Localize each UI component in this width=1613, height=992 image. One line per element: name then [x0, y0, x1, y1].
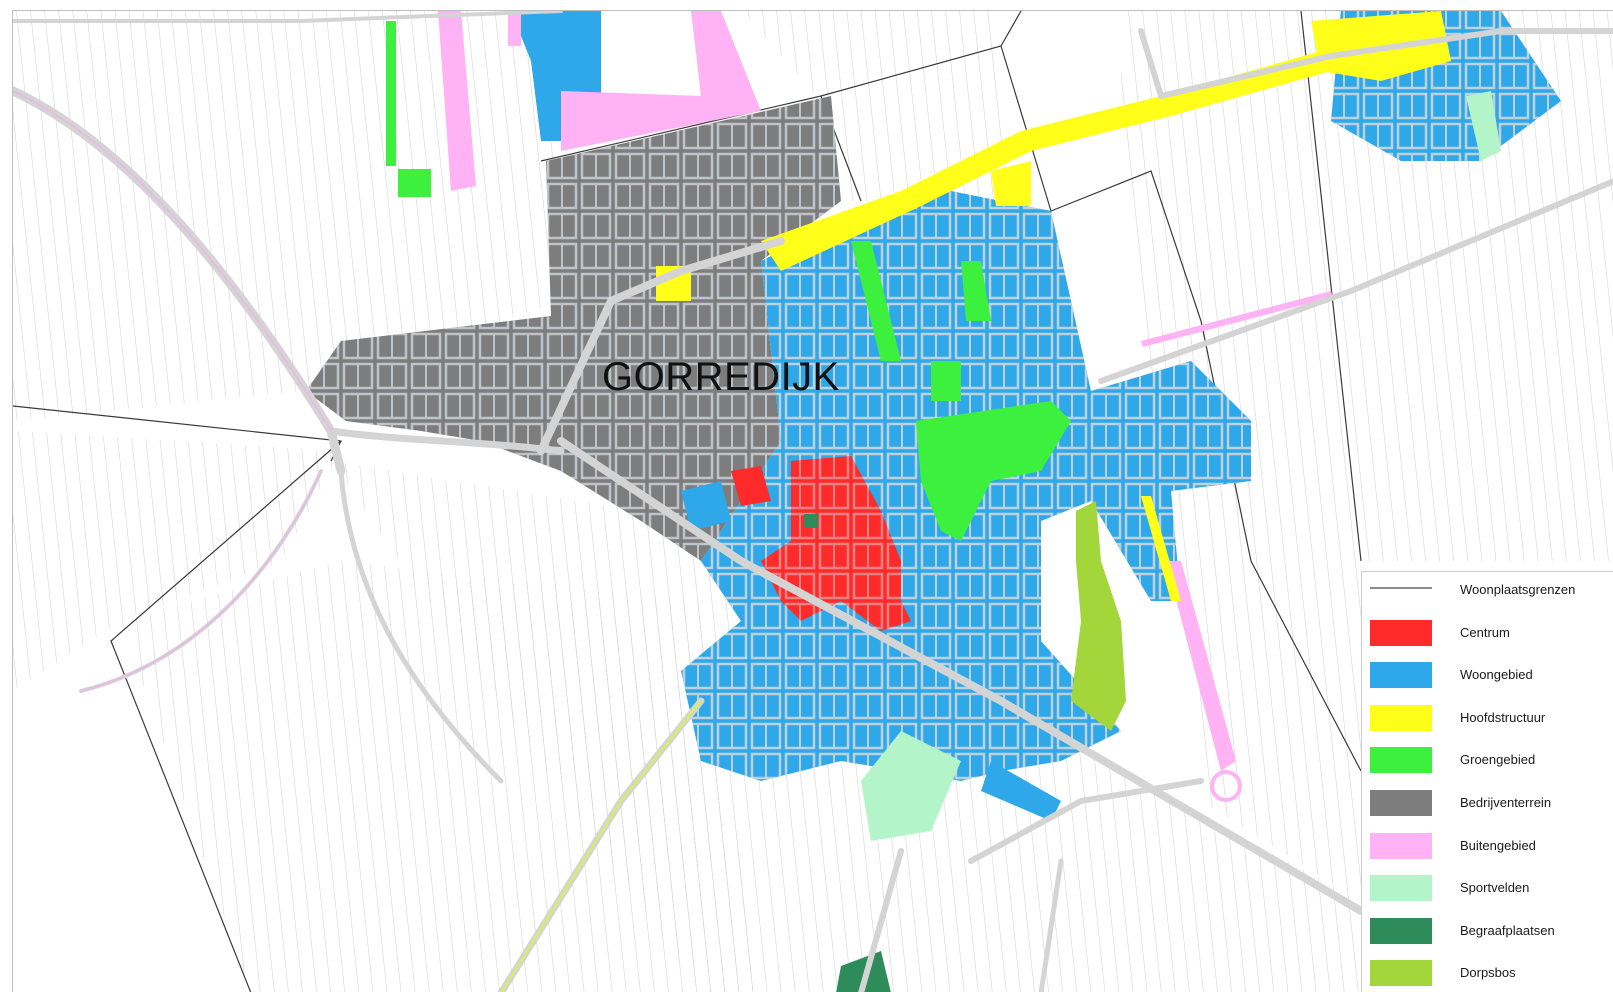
legend-item-label: Begraafplaatsen: [1460, 922, 1555, 938]
legend-line-swatch: [1370, 587, 1432, 589]
map-drawing: [13, 11, 1613, 992]
legend-item-hoofdstructuur: Hoofdstructuur: [1362, 703, 1613, 733]
centrum-area: [731, 456, 911, 631]
road-verges: [13, 90, 702, 992]
legend-color-swatch: [1370, 960, 1432, 987]
legend-item-label: Hoofdstructuur: [1460, 709, 1546, 725]
legend-item-label: Buitengebied: [1460, 837, 1536, 853]
sportvelden-area: [861, 91, 1501, 841]
legend-item-groengebied: Groengebied: [1362, 745, 1613, 775]
legend-item-woonplaatsgrenzen: Woonplaatsgrenzen: [1362, 575, 1613, 605]
legend-item-dorpsbos: Dorpsbos: [1362, 958, 1613, 988]
legend-color-swatch: [1370, 619, 1432, 646]
legend-item-bedrijventerrein: Bedrijventerrein: [1362, 788, 1613, 818]
groengebied-area: [386, 21, 1071, 541]
legend-color-swatch: [1370, 917, 1432, 944]
legend-item-label: Sportvelden: [1460, 880, 1530, 896]
buitengebied-area: [438, 11, 1333, 802]
town-name-label: GORREDIJK: [602, 355, 840, 399]
legend-item-centrum: Centrum: [1362, 618, 1613, 648]
legend-item-sportvelden: Sportvelden: [1362, 873, 1613, 903]
legend-color-swatch: [1370, 662, 1432, 689]
legend-item-label: Bedrijventerrein: [1460, 795, 1552, 810]
legend-item-label: Centrum: [1460, 624, 1510, 640]
legend-item-begraafplaatsen: Begraafplaatsen: [1362, 916, 1613, 946]
legend-item-buitengebied: Buitengebied: [1362, 831, 1613, 861]
bedrijventerrein-area: [306, 96, 841, 561]
legend-color-swatch: [1370, 832, 1432, 859]
dorpsbos-area: [1071, 501, 1126, 731]
legend-item-label: Groengebied: [1460, 752, 1536, 768]
begraafplaatsen-area: [804, 514, 891, 992]
legend-color-swatch: [1370, 790, 1432, 816]
legend-color-swatch: [1370, 747, 1432, 774]
legend-item-label: Woongebied: [1460, 667, 1533, 683]
legend-item-label: Woonplaatsgrenzen: [1460, 582, 1576, 597]
legend-item-label: Dorpsbos: [1460, 965, 1516, 981]
map-canvas[interactable]: GORREDIJK: [12, 10, 1613, 992]
legend-color-swatch: [1370, 704, 1432, 731]
legend-item-woongebied: Woongebied: [1362, 660, 1613, 690]
legend-color-swatch: [1370, 875, 1432, 902]
